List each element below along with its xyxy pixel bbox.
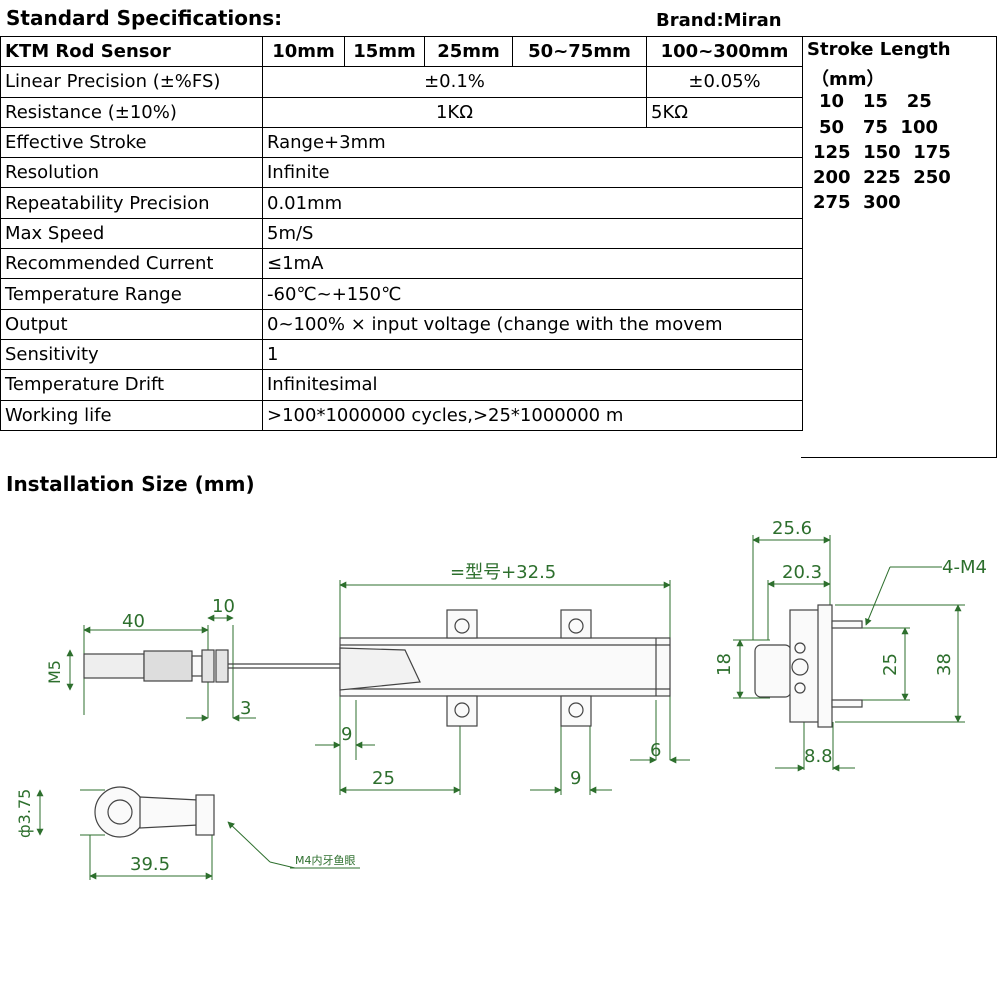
header-col: 10mm — [262, 35, 345, 68]
header-product: KTM Rod Sensor — [0, 35, 263, 68]
table-row: Effective Stroke Range+3mm — [0, 126, 803, 159]
stroke-values: 50 75 100 — [819, 117, 939, 138]
dim-label: 39.5 — [130, 854, 170, 875]
row-value: 5KΩ — [646, 96, 803, 128]
dim-label: 25.6 — [772, 518, 812, 539]
row-value: ±0.1% — [262, 66, 647, 98]
dim-label: 8.8 — [804, 746, 833, 767]
row-label: Recommended Current — [0, 248, 263, 280]
stroke-length-panel: Stroke Length （mm） 10 15 25 50 75 100 12… — [801, 36, 997, 458]
row-label: Max Speed — [0, 217, 263, 250]
row-value: Infinitesimal — [262, 369, 803, 401]
dim-label: ф3.75 — [15, 789, 34, 838]
row-label: Linear Precision (±%FS) — [0, 66, 263, 98]
row-label: Sensitivity — [0, 338, 263, 371]
stroke-title: Stroke Length — [807, 39, 951, 60]
stroke-values: 275 300 — [813, 192, 901, 213]
row-value: -60℃~+150℃ — [262, 278, 803, 310]
dim-label: 9 — [341, 724, 352, 745]
dim-label: 40 — [122, 611, 145, 632]
installation-drawing: 40 10 3 M5 =型号+32.5 9 25 9 6 25.6 20.3 4… — [15, 518, 987, 880]
table-row: Repeatability Precision 0.01mm — [0, 187, 803, 219]
row-value: ≤1mA — [262, 248, 803, 280]
table-row: Sensitivity 1 — [0, 338, 803, 371]
dim-label: 10 — [212, 596, 235, 617]
row-label: Resistance (±10%) — [0, 96, 263, 128]
dim-label: 4-M4 — [942, 557, 987, 578]
row-label: Effective Stroke — [0, 126, 263, 159]
stroke-values: 10 15 25 — [819, 91, 932, 112]
dim-label: 18 — [714, 653, 735, 676]
dim-label: 3 — [240, 698, 251, 719]
dim-label: =型号+32.5 — [450, 562, 556, 583]
table-header-row: KTM Rod Sensor 10mm 15mm 25mm 50~75mm 10… — [0, 35, 803, 68]
dim-label: M4内牙鱼眼 — [295, 853, 356, 867]
header-col: 50~75mm — [512, 35, 647, 68]
table-row: Temperature Range -60℃~+150℃ — [0, 278, 803, 310]
dim-label: 38 — [934, 653, 955, 676]
row-value: 0~100% × input voltage (change with the … — [262, 308, 803, 340]
table-row: Resolution Infinite — [0, 157, 803, 189]
page-title: Standard Specifications: — [6, 6, 283, 30]
row-label: Temperature Drift — [0, 369, 263, 401]
dim-label: 20.3 — [782, 562, 822, 583]
header-col: 100~300mm — [646, 35, 803, 68]
dim-label: M5 — [45, 660, 64, 684]
dim-label: 9 — [570, 768, 581, 789]
row-label: Output — [0, 308, 263, 340]
row-value: 5m/S — [262, 217, 803, 250]
stroke-values: 125 150 175 — [813, 142, 951, 163]
dim-label: 6 — [650, 740, 661, 761]
table-row: Max Speed 5m/S — [0, 217, 803, 250]
dim-label: 25 — [880, 653, 901, 676]
row-label: Working life — [0, 399, 263, 431]
stroke-values: 200 225 250 — [813, 167, 951, 188]
table-row: Recommended Current ≤1mA — [0, 248, 803, 280]
row-value: 0.01mm — [262, 187, 803, 219]
row-value: 1KΩ — [262, 96, 647, 128]
row-value: Range+3mm — [262, 126, 803, 159]
table-row: Working life >100*1000000 cycles,>25*100… — [0, 399, 803, 431]
table-row: Linear Precision (±%FS) ±0.1% ±0.05% — [0, 66, 803, 98]
table-row: Resistance (±10%) 1KΩ 5KΩ — [0, 96, 803, 128]
table-row: Temperature Drift Infinitesimal — [0, 369, 803, 401]
row-value: >100*1000000 cycles,>25*1000000 m — [262, 399, 803, 431]
row-value: ±0.05% — [646, 66, 803, 98]
spec-table: KTM Rod Sensor 10mm 15mm 25mm 50~75mm 10… — [0, 35, 803, 431]
header-col: 15mm — [344, 35, 425, 68]
installation-title: Installation Size (mm) — [6, 472, 255, 496]
brand-label: Brand:Miran — [656, 10, 782, 31]
row-value: 1 — [262, 338, 803, 371]
row-value: Infinite — [262, 157, 803, 189]
row-label: Repeatability Precision — [0, 187, 263, 219]
row-label: Temperature Range — [0, 278, 263, 310]
table-row: Output 0~100% × input voltage (change wi… — [0, 308, 803, 340]
stroke-unit: （mm） — [811, 69, 885, 90]
header-col: 25mm — [424, 35, 513, 68]
row-label: Resolution — [0, 157, 263, 189]
dim-label: 25 — [372, 768, 395, 789]
